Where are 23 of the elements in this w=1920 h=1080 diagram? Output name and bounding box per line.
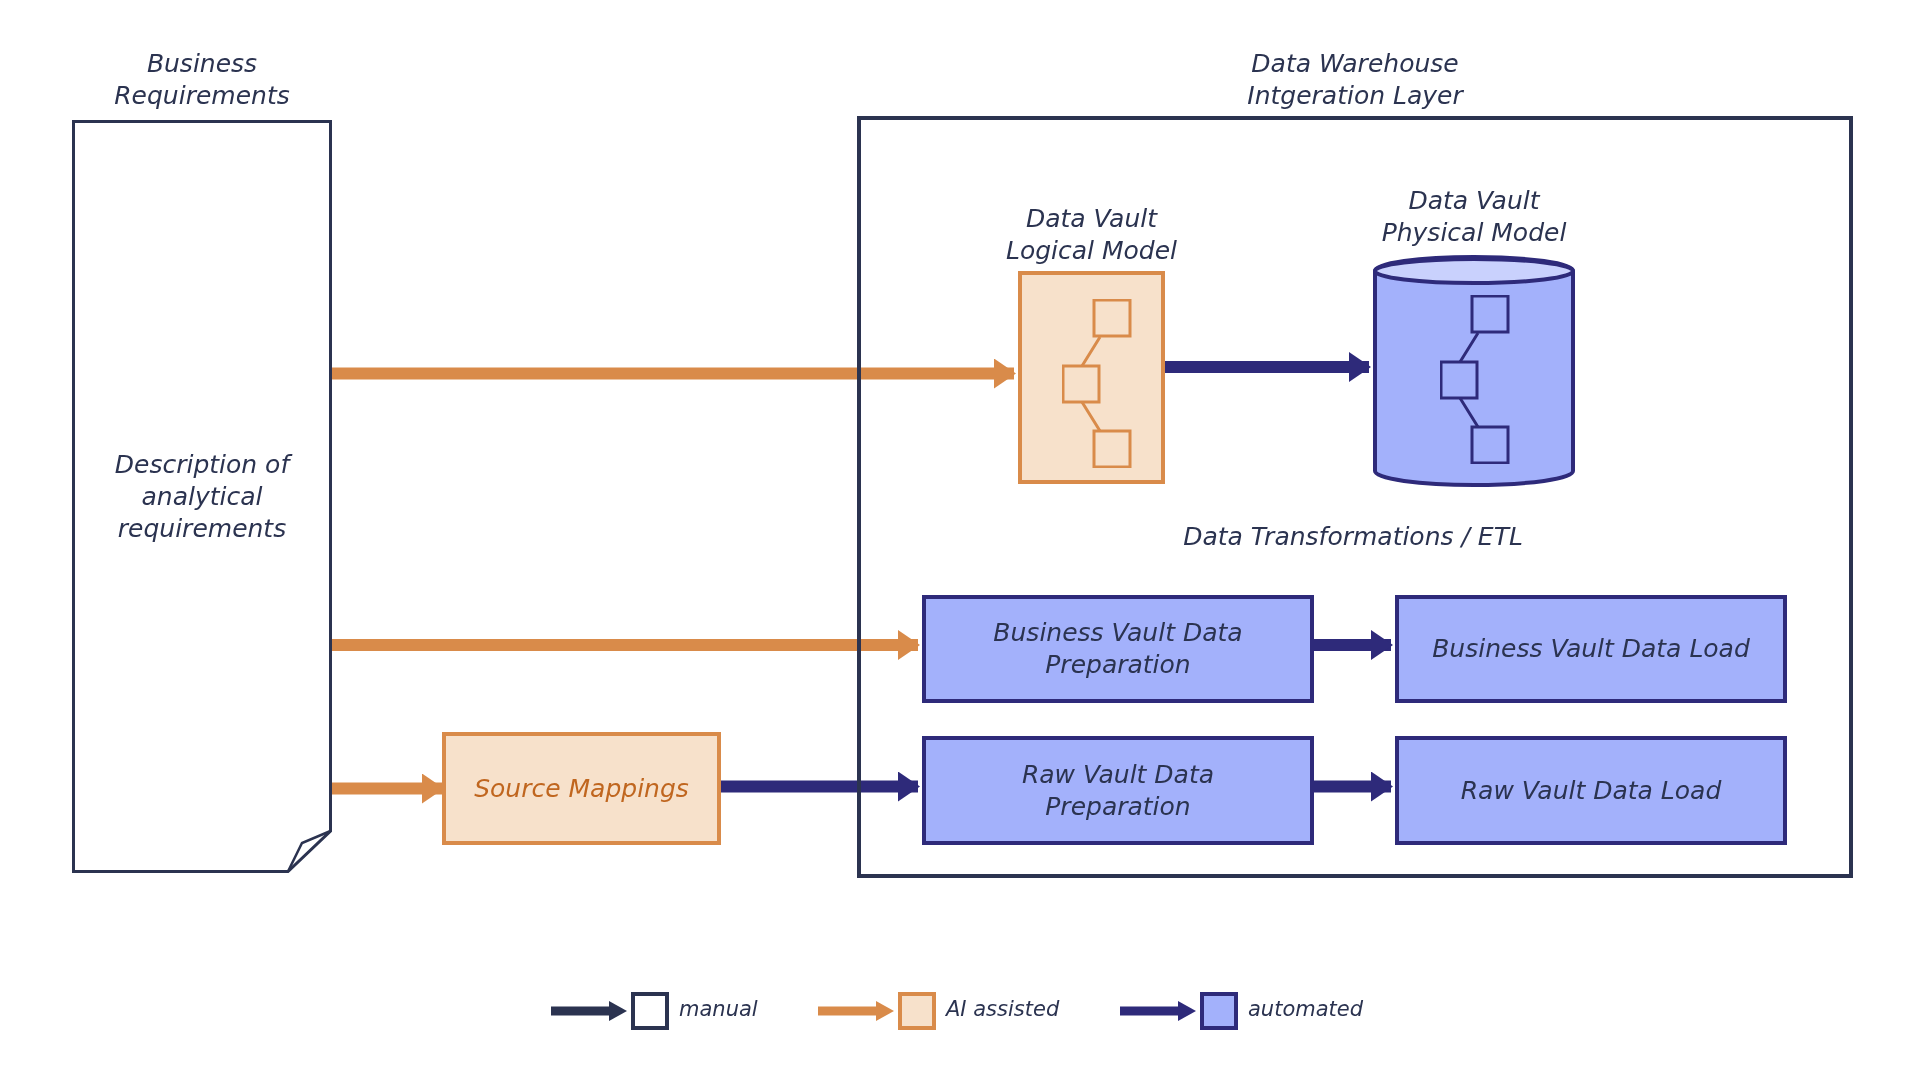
process-box [442, 732, 721, 845]
process-box [1395, 736, 1787, 845]
box-label: Description of analytical requirements [102, 448, 302, 545]
heading: Data Warehouse Intgeration Layer [1246, 48, 1465, 112]
box-label: Source Mappings [474, 772, 689, 805]
legend-label: automated [1248, 997, 1364, 1021]
arrow [332, 773, 444, 804]
box-label: Raw Vault Data Load [1460, 774, 1722, 807]
process-box [922, 595, 1314, 703]
arrow [332, 630, 920, 660]
arrow [721, 771, 920, 802]
box-label: Business Vault Data Preparation [992, 617, 1244, 681]
box-label: Business Vault Data Load [1432, 633, 1750, 665]
section-label: Data Transformations / ETL [1183, 522, 1523, 551]
heading: Data Vault Physical Model [1380, 185, 1568, 249]
process-box [922, 736, 1314, 845]
legend-label: manual [679, 997, 758, 1021]
heading: Data Vault Logical Model [1004, 203, 1179, 267]
box-label: Raw Vault Data Preparation [1020, 758, 1216, 823]
heading: Business Requirements [113, 48, 291, 112]
process-box [1395, 595, 1787, 703]
legend-label: AI assisted [946, 997, 1060, 1021]
arrow [332, 358, 1016, 389]
